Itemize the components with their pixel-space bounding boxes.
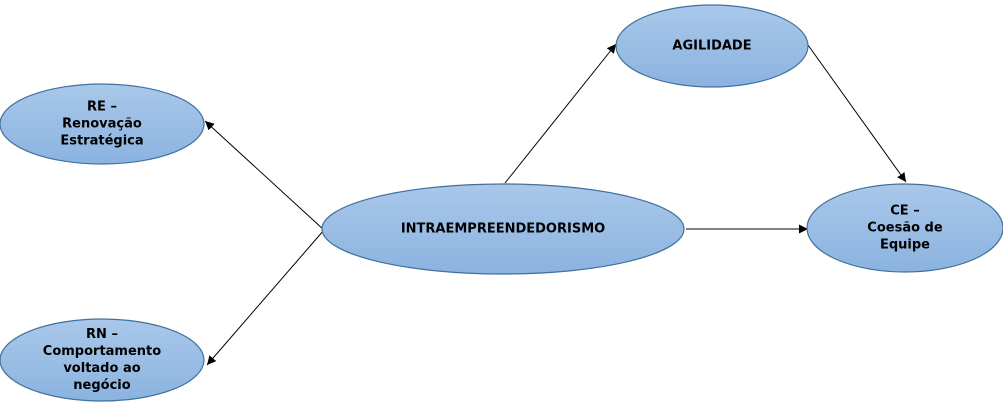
arrow-agilidade-to-ce	[807, 44, 907, 183]
node-re-label-line-2: Renovação	[62, 117, 142, 132]
arrow-intra-to-re	[204, 120, 325, 231]
node-rn-label-line-2: Comportamento	[43, 344, 161, 359]
node-re-shape	[0, 83, 205, 165]
node-intra-shape	[321, 183, 685, 275]
edges	[204, 43, 907, 366]
node-ce-label-line-3: Equipe	[880, 238, 930, 253]
node-re-label-line-1: RE –	[87, 100, 117, 115]
node-intra-label-line-1: INTRAEMPREENDEDORISMO	[401, 222, 605, 237]
node-agilidade: AGILIDADE	[615, 4, 809, 88]
node-rn-label-line-4: negócio	[73, 378, 130, 393]
arrow-intra-to-agilidade	[504, 43, 617, 184]
node-rn-label-line-1: RN –	[86, 327, 118, 342]
arrow-intra-to-rn	[206, 229, 325, 366]
node-ce-label-line-1: CE –	[890, 204, 919, 219]
node-ce-label-line-2: Coesão de	[867, 221, 943, 236]
node-agilidade-shape	[615, 4, 809, 88]
node-intra: INTRAEMPREENDEDORISMO	[321, 183, 685, 275]
node-rn-label-line-3: voltado ao	[63, 361, 140, 376]
node-re-label-line-3: Estratégica	[60, 134, 143, 149]
node-rn: RN – Comportamento voltado ao negócio	[0, 318, 205, 402]
node-ce: CE – Coesão de Equipe	[806, 183, 1003, 273]
node-agilidade-label-line-1: AGILIDADE	[672, 39, 751, 54]
node-rn-shape	[0, 318, 205, 402]
node-ce-shape	[806, 183, 1003, 273]
